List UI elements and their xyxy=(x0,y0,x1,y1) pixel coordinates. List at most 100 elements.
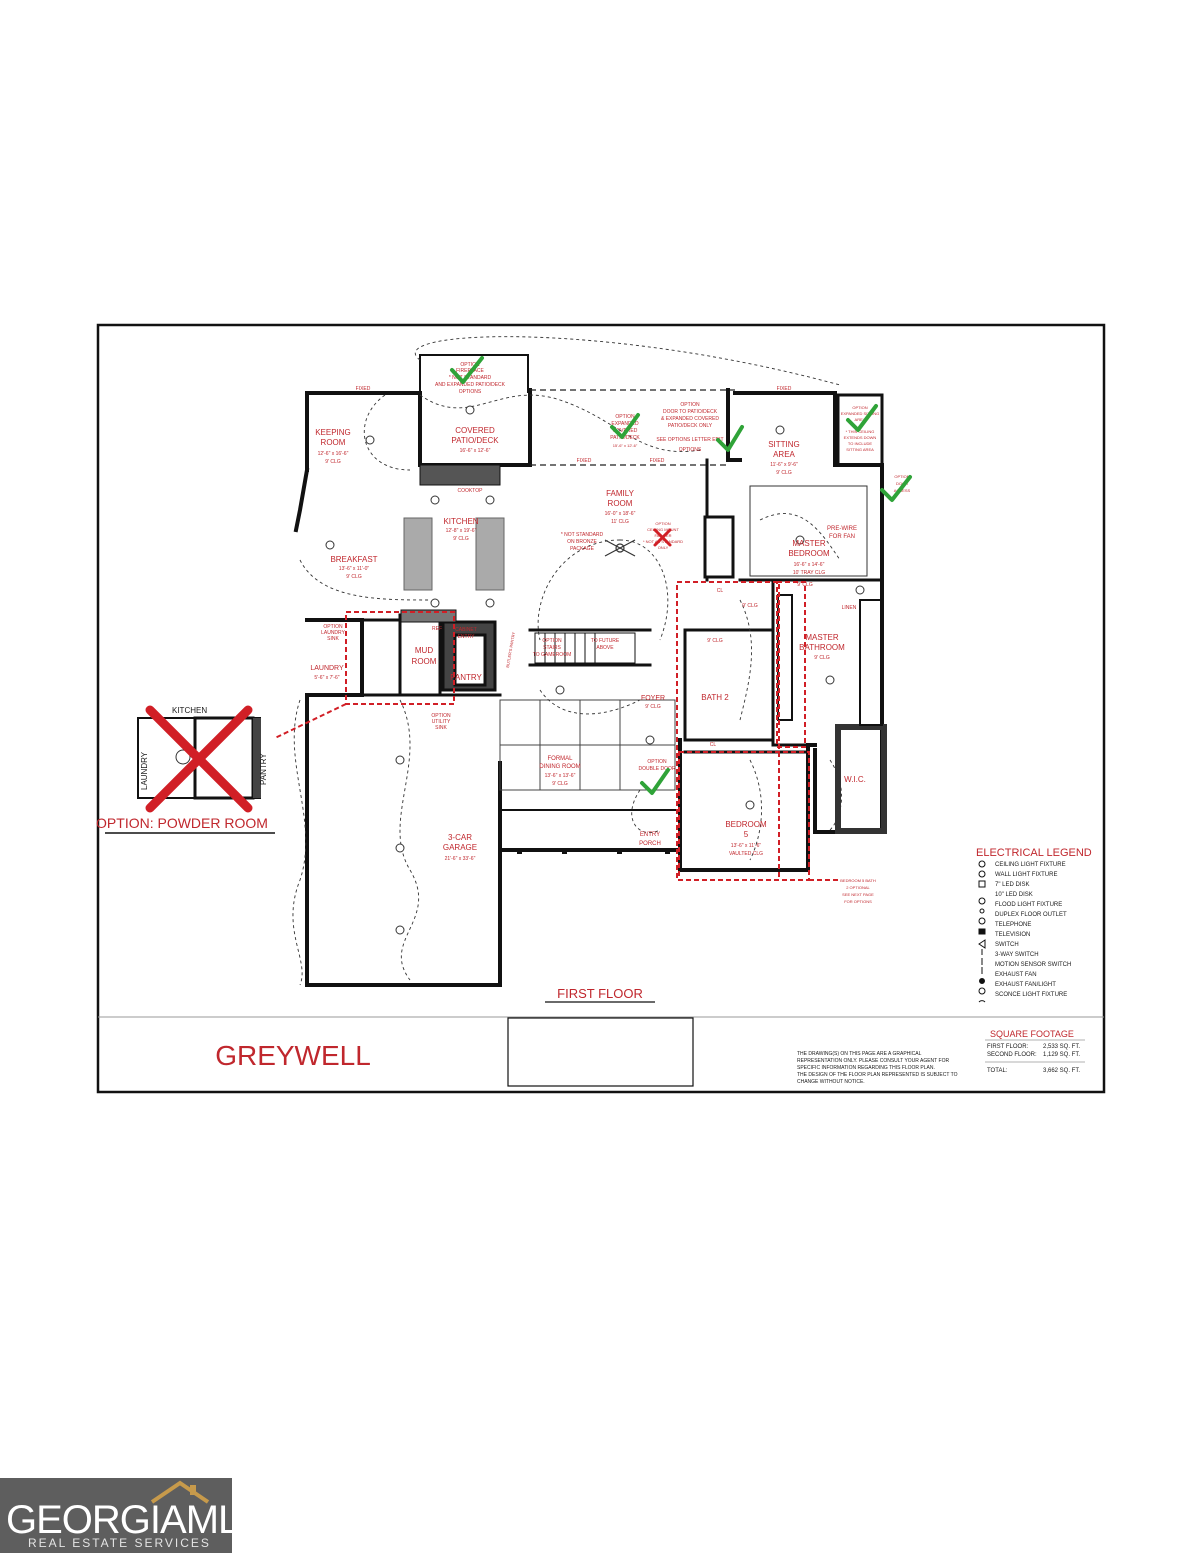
svg-text:EXTENDS DOWN: EXTENDS DOWN xyxy=(844,435,877,440)
legend-item: WALL LIGHT FIXTURE xyxy=(995,872,1057,878)
svg-text:21'-6" x 33'-6": 21'-6" x 33'-6" xyxy=(445,856,476,862)
svg-text:SQUARE FOOTAGE: SQUARE FOOTAGE xyxy=(990,1029,1074,1039)
svg-text:OPTION: OPTION xyxy=(323,624,343,630)
house-roof-icon xyxy=(150,1480,210,1504)
svg-text:2,533 SQ. FT.: 2,533 SQ. FT. xyxy=(1043,1044,1080,1050)
svg-text:LINEN: LINEN xyxy=(842,605,857,611)
svg-text:12'-6" x 16'-6": 12'-6" x 16'-6" xyxy=(318,451,349,457)
svg-text:9' CLG: 9' CLG xyxy=(797,582,813,588)
inset-laundry-label: LAUNDRY xyxy=(140,751,149,790)
svg-text:BEDROOM: BEDROOM xyxy=(725,820,767,829)
svg-text:SECOND FLOOR:: SECOND FLOOR: xyxy=(987,1052,1037,1058)
svg-text:OPTION: OPTION xyxy=(894,474,909,479)
svg-text:FOR FAN: FOR FAN xyxy=(829,534,855,540)
svg-text:16'-6" x 14'-6": 16'-6" x 14'-6" xyxy=(794,562,825,568)
svg-text:13'-6" x 11'-0": 13'-6" x 11'-0" xyxy=(339,566,370,572)
svg-text:CHANGE WITHOUT NOTICE.: CHANGE WITHOUT NOTICE. xyxy=(797,1079,865,1085)
svg-text:PATIO/DECK: PATIO/DECK xyxy=(451,436,499,445)
removed-option-marks xyxy=(145,528,672,813)
svg-text:16'-0" x 18'-6": 16'-0" x 18'-6" xyxy=(605,511,636,517)
svg-text:FOYER: FOYER xyxy=(641,695,665,702)
svg-text:9' CLG: 9' CLG xyxy=(742,603,758,609)
svg-text:ROOM: ROOM xyxy=(412,657,437,666)
svg-text:10' TRAY CLG: 10' TRAY CLG xyxy=(793,570,825,576)
svg-text:OPTIONS: OPTIONS xyxy=(459,389,482,395)
svg-text:MUD: MUD xyxy=(415,646,433,655)
svg-text:AREA: AREA xyxy=(855,417,866,422)
legend-item: SWITCH xyxy=(995,942,1019,948)
plan-title: GREYWELL xyxy=(215,1040,371,1071)
svg-text:ROOM: ROOM xyxy=(321,438,346,447)
svg-text:* THIS CEILING: * THIS CEILING xyxy=(846,429,875,434)
svg-text:DOOR: DOOR xyxy=(896,481,908,486)
svg-text:SPECIFIC INFORMATION REGARDING: SPECIFIC INFORMATION REGARDING THIS FLOO… xyxy=(797,1065,935,1071)
svg-text:PORCH: PORCH xyxy=(639,841,661,847)
svg-text:ONLY: ONLY xyxy=(658,545,669,550)
prewire-note: PRE-WIRE FOR FAN xyxy=(827,526,857,540)
svg-text:CL: CL xyxy=(717,588,724,594)
svg-text:DOUBLE DOOR: DOUBLE DOOR xyxy=(639,766,676,772)
light-fixtures xyxy=(325,405,865,935)
svg-text:CL: CL xyxy=(710,742,717,748)
svg-text:ENTRY: ENTRY xyxy=(640,832,660,838)
svg-text:11' CLG: 11' CLG xyxy=(611,519,629,525)
svg-text:SEE NEXT PAGE: SEE NEXT PAGE xyxy=(842,892,874,897)
electrical-legend: ELECTRICAL LEGEND xyxy=(972,840,1092,1010)
entry-porch-label: ENTRY PORCH xyxy=(639,832,661,847)
svg-text:CABINET: CABINET xyxy=(455,627,477,633)
disclaimer-text: THE DRAWING(S) ON THIS PAGE ARE A GRAPHI… xyxy=(797,1051,958,1085)
svg-text:VAULTED CLG: VAULTED CLG xyxy=(729,851,763,857)
selected-option-checkmarks xyxy=(450,356,912,795)
svg-text:9' CLG: 9' CLG xyxy=(552,781,568,787)
legend-item: MOTION SENSOR SWITCH xyxy=(995,962,1071,968)
porch-columns xyxy=(517,848,670,854)
svg-text:PATIO/DECK ONLY: PATIO/DECK ONLY xyxy=(668,423,713,429)
brand-name: GEORGIAMLS xyxy=(6,1498,266,1542)
legend-item: EXHAUST FAN xyxy=(995,972,1037,978)
option-powder-room-heading: OPTION: POWDER ROOM xyxy=(96,815,268,831)
svg-text:DINING ROOM: DINING ROOM xyxy=(539,764,580,770)
square-footage-block: SQUARE FOOTAGE FIRST FLOOR: 2,533 SQ. FT… xyxy=(985,1029,1085,1074)
svg-text:ON BRONZE: ON BRONZE xyxy=(567,539,597,545)
svg-text:GARAGE: GARAGE xyxy=(443,843,477,852)
legend-item: 10" LED DISK xyxy=(995,892,1033,898)
legend-item: 3-WAY SWITCH xyxy=(995,952,1039,958)
legend-item: EXHAUST FAN/LIGHT xyxy=(995,982,1056,988)
svg-text:LAUNDRY: LAUNDRY xyxy=(310,665,344,672)
inset-kitchen-label: KITCHEN xyxy=(172,706,207,715)
svg-text:PRE-WIRE: PRE-WIRE xyxy=(827,526,857,532)
svg-text:PATIO/DECK: PATIO/DECK xyxy=(610,435,640,441)
svg-text:TO FUTURE: TO FUTURE xyxy=(591,638,620,644)
svg-text:EXPANDED SITTING: EXPANDED SITTING xyxy=(841,411,880,416)
svg-text:9' CLG: 9' CLG xyxy=(707,638,723,644)
svg-text:DOOR TO PATIO/DECK: DOOR TO PATIO/DECK xyxy=(663,409,718,415)
svg-text:FIXED: FIXED xyxy=(777,386,792,392)
svg-text:16'-6" x 12'-6": 16'-6" x 12'-6" xyxy=(460,448,491,454)
svg-text:TO INCLUDE: TO INCLUDE xyxy=(848,441,872,446)
svg-text:BATHROOM: BATHROOM xyxy=(799,643,845,652)
svg-text:THE DESIGN OF THE FLOOR PLAN R: THE DESIGN OF THE FLOOR PLAN REPRESENTED… xyxy=(797,1072,958,1078)
svg-text:9' CLG: 9' CLG xyxy=(776,470,792,476)
svg-text:TO GAMEROOM: TO GAMEROOM xyxy=(533,652,572,658)
svg-text:& EXPANDED COVERED: & EXPANDED COVERED xyxy=(661,416,719,422)
svg-text:LAUNDRY: LAUNDRY xyxy=(321,630,345,636)
svg-text:MASTER: MASTER xyxy=(805,633,839,642)
legend-item: TELEPHONE xyxy=(995,922,1031,928)
svg-text:EXPANDED: EXPANDED xyxy=(611,421,639,427)
svg-text:9' CLG: 9' CLG xyxy=(453,536,469,542)
patio-extension xyxy=(530,389,735,466)
svg-text:BEDROOM: BEDROOM xyxy=(788,549,830,558)
svg-text:BREAKFAST: BREAKFAST xyxy=(330,555,377,564)
svg-text:MASTER: MASTER xyxy=(792,539,826,548)
svg-text:9' CLG: 9' CLG xyxy=(346,574,362,580)
